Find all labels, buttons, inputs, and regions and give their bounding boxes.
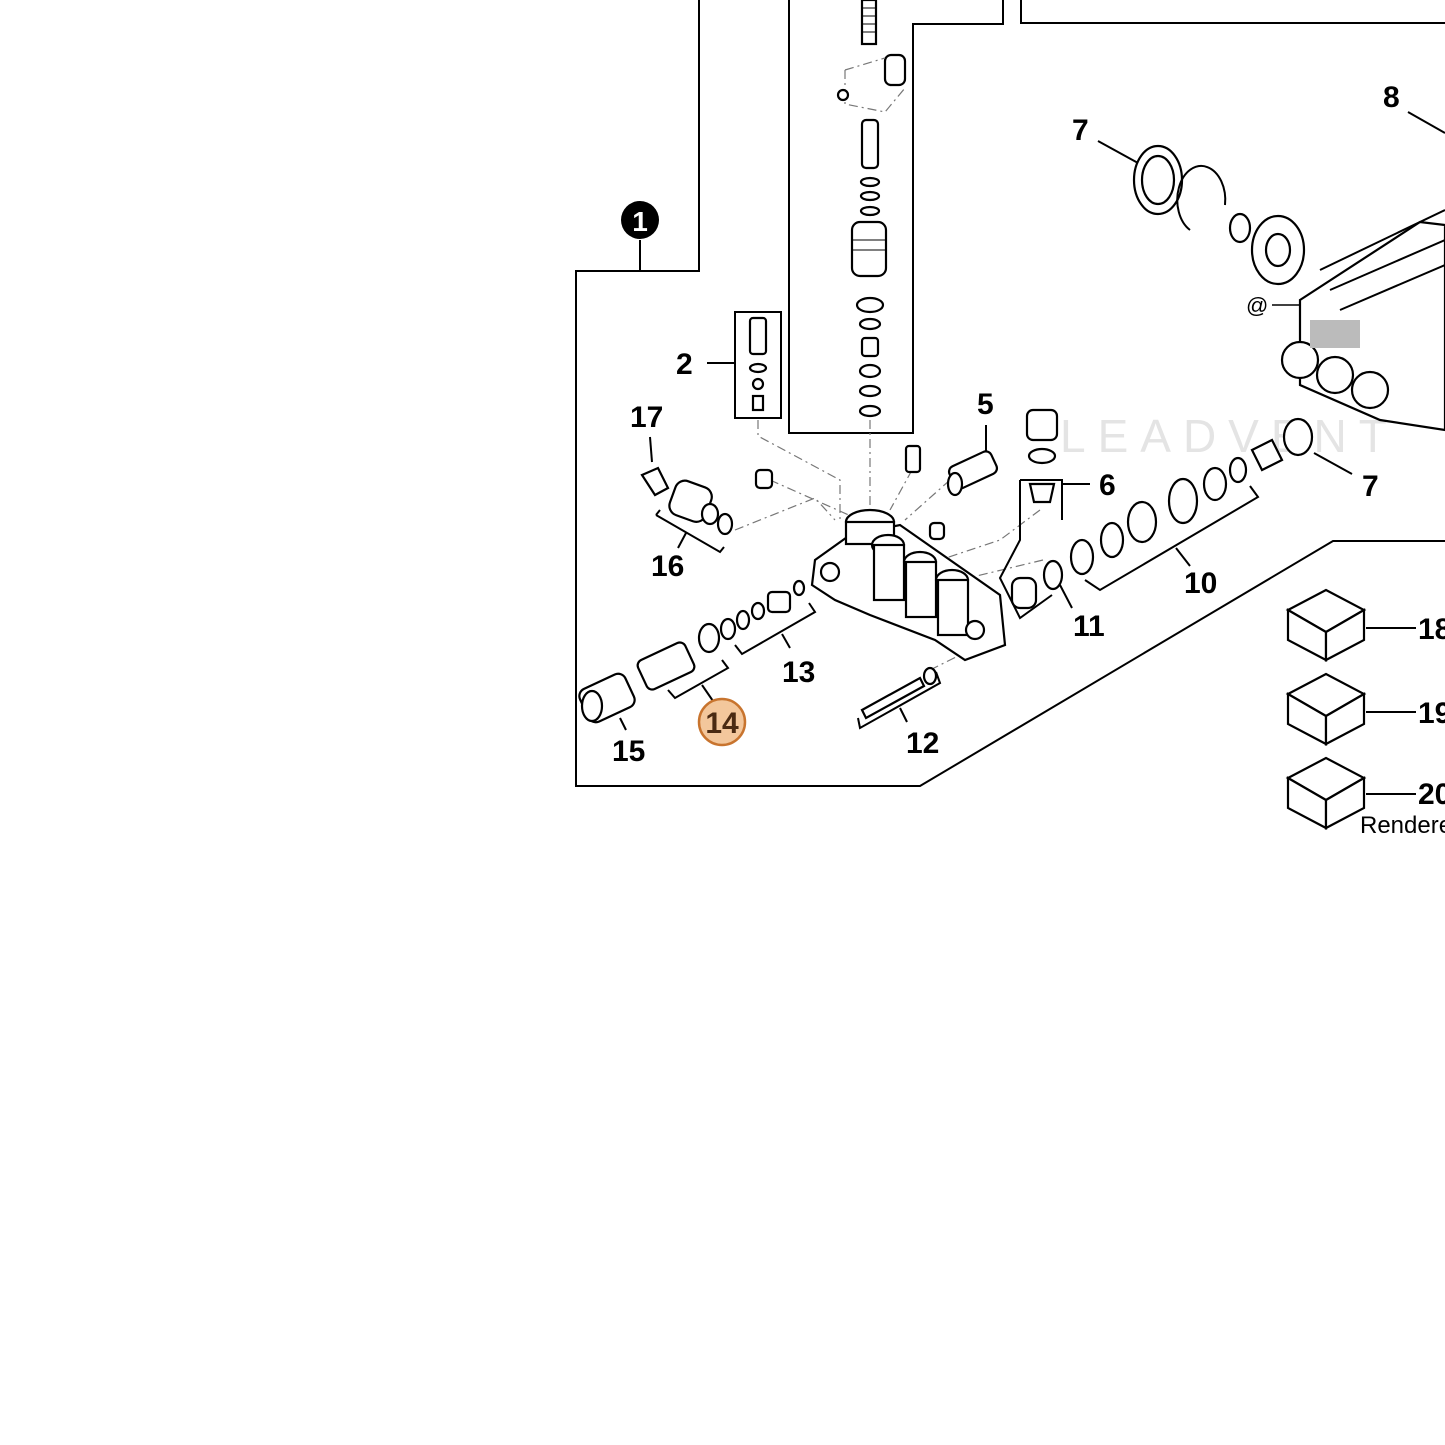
callout-8[interactable]: 8 [1383,81,1400,114]
part-16-group [655,479,734,554]
callout-7-top[interactable]: 7 [1072,114,1089,147]
kit-box-20[interactable] [1285,756,1416,830]
top-frame-left [788,0,1004,434]
callout-7-right[interactable]: 7 [1362,470,1379,503]
callout-17[interactable]: 17 [630,401,663,434]
part-13-group [719,579,817,656]
leader-13 [781,633,791,649]
assembly-marker-number: 1 [632,206,648,237]
callout-10[interactable]: 10 [1184,567,1217,600]
callout-11[interactable]: 11 [1073,610,1105,643]
highlighted-callout-14[interactable]: 14 [697,697,747,747]
watermark-text: LEADVENT [1060,410,1399,462]
part-11-10-rings [1042,456,1260,609]
part-6 [998,408,1063,620]
part-12-bolt [857,666,942,730]
callout-18[interactable]: 18 [1418,613,1445,646]
kit-box-19[interactable] [1285,672,1416,746]
part-14-group [636,622,730,702]
bearing-seal-group [1097,111,1445,475]
kit-box-18[interactable] [1285,588,1416,662]
leader-16 [677,532,687,549]
plug-part [754,468,774,490]
top-frame-right [1020,0,1445,24]
assembly-outline [575,0,1445,787]
callout-19[interactable]: 19 [1418,697,1445,730]
part-5 [946,450,999,497]
part-2-group [734,311,782,419]
callout-16[interactable]: 16 [651,550,684,583]
plug-part-small [928,521,946,541]
part-17 [640,466,670,497]
callout-6[interactable]: 6 [1099,469,1116,502]
callout-20[interactable]: 20 [1418,778,1445,811]
assembly-marker[interactable]: 1 [621,201,659,271]
at-symbol: @ [1246,293,1268,318]
construction-lines [734,420,1044,671]
callout-12[interactable]: 12 [906,727,939,760]
unloader-stack [836,0,907,418]
leader-17 [649,436,653,463]
pump-manifold [810,508,1007,662]
callout-5[interactable]: 5 [977,388,994,421]
callout-14: 14 [705,707,739,740]
fitting-part [904,444,922,474]
callout-15[interactable]: 15 [612,735,645,768]
rendered-footer-text: Rendered [1360,812,1445,839]
part-15 [578,672,636,731]
callout-2[interactable]: 2 [676,348,693,381]
callout-13[interactable]: 13 [782,656,815,689]
crankcase [1280,209,1445,432]
